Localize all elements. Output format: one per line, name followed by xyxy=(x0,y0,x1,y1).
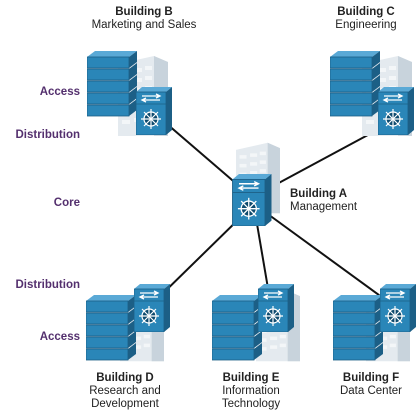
building-c-label: Building C Engineering xyxy=(321,6,411,32)
building-f-label: Building F Data Center xyxy=(330,372,412,398)
layer-label-core: Core xyxy=(53,197,80,209)
building-e-desc-2: Technology xyxy=(221,398,281,410)
building-d-access-switch-stack-icon xyxy=(86,294,136,361)
building-a-name: Building A xyxy=(290,188,348,200)
building-f-desc: Data Center xyxy=(339,385,402,397)
building-d-name: Building D xyxy=(96,372,154,384)
layer-label-access-bottom: Access xyxy=(39,331,80,343)
building-c-name: Building C xyxy=(337,6,395,18)
building-e-access-switch-stack-icon xyxy=(212,294,262,361)
layer-label-distribution-bottom: Distribution xyxy=(15,279,80,291)
building-d-multilayer-switch-icon xyxy=(134,284,170,332)
building-b-label: Building B Marketing and Sales xyxy=(86,6,202,32)
building-e-desc-1: Information xyxy=(222,385,280,397)
building-a-label: Building A Management xyxy=(290,188,357,214)
building-c-access-switch-stack-icon xyxy=(330,50,380,117)
building-e-name: Building E xyxy=(222,372,280,384)
building-a-desc: Management xyxy=(290,201,358,213)
building-d-desc-2: Development xyxy=(91,398,159,410)
building-d-label: Building D Research and Development xyxy=(80,372,170,411)
link-b-a xyxy=(159,117,247,193)
building-b-access-switch-stack-icon xyxy=(87,50,137,117)
building-b-multilayer-switch-icon xyxy=(136,87,172,135)
building-f-multilayer-switch-icon xyxy=(380,284,416,332)
building-f-name: Building F xyxy=(342,372,400,384)
layer-label-access-top: Access xyxy=(39,86,80,98)
building-a-multilayer-switch-icon xyxy=(232,174,272,226)
link-a-f xyxy=(264,211,395,307)
building-b-desc: Marketing and Sales xyxy=(91,19,197,31)
building-c-multilayer-switch-icon xyxy=(378,87,414,135)
building-b-name: Building B xyxy=(115,6,173,18)
building-c-desc: Engineering xyxy=(335,19,397,31)
layer-label-distribution-top: Distribution xyxy=(15,129,80,141)
building-e-label: Building E Information Technology xyxy=(206,372,296,411)
building-e-multilayer-switch-icon xyxy=(258,284,294,332)
building-d-desc-1: Research and xyxy=(89,385,161,397)
building-f-access-switch-stack-icon xyxy=(333,294,383,361)
